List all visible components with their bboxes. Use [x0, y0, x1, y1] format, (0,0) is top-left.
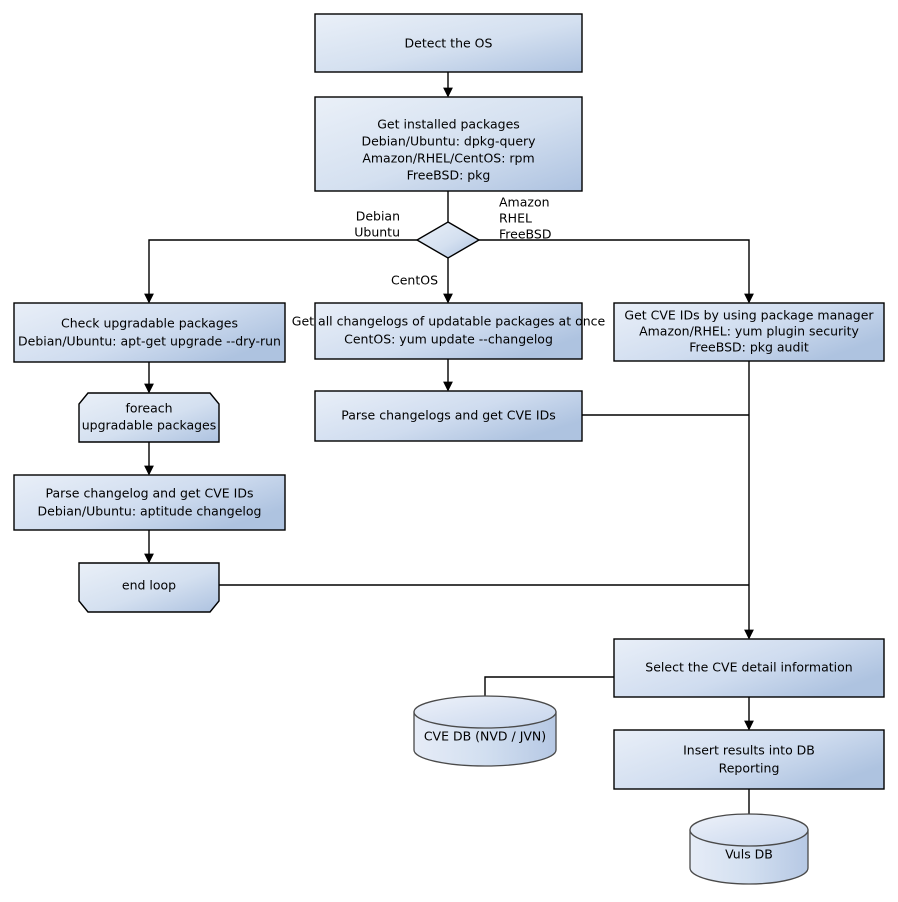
get-installed-packages-box[interactable] — [314, 96, 583, 192]
select-cve-detail-label: Select the CVE detail information — [645, 660, 852, 675]
get-installed-packages-line-2: Debian/Ubuntu: dpkg-query — [361, 134, 536, 149]
edge-decision-to-get-cveids — [479, 239, 754, 304]
get-all-changelogs-line-2: CentOS: yum update --changelog — [344, 332, 553, 347]
foreach-loop-start-line-1: foreach — [125, 401, 172, 416]
insert-results-line-2: Reporting — [719, 761, 780, 776]
node-end-loop[interactable]: end loop — [78, 562, 220, 613]
parse-changelog-single-line-1: Parse changelog and get CVE IDs — [46, 486, 254, 501]
get-all-changelogs-box[interactable] — [314, 302, 583, 360]
foreach-loop-start-shape[interactable] — [78, 392, 220, 443]
node-foreach-loop-start[interactable]: foreach upgradable packages — [78, 392, 220, 443]
branch-label-centos: CentOS — [391, 273, 438, 288]
node-os-decision[interactable] — [415, 221, 481, 259]
get-cve-ids-line-2: Amazon/RHEL: yum plugin security — [639, 324, 859, 339]
insert-results-box[interactable] — [613, 729, 885, 790]
node-cve-db[interactable]: CVE DB (NVD / JVN) — [413, 695, 557, 767]
node-parse-changelog-single[interactable]: Parse changelog and get CVE IDs Debian/U… — [13, 474, 286, 531]
cve-db-label: CVE DB (NVD / JVN) — [424, 729, 546, 744]
get-installed-packages-line-4: FreeBSD: pkg — [407, 168, 491, 183]
check-upgradable-line-1: Check upgradable packages — [61, 316, 238, 331]
node-vuls-db[interactable]: Vuls DB — [689, 813, 809, 885]
node-get-all-changelogs[interactable]: Get all changelogs of updatable packages… — [292, 302, 606, 360]
end-loop-label: end loop — [122, 578, 176, 593]
branch-label-freebsd: FreeBSD — [499, 227, 551, 242]
select-cve-detail-box[interactable] — [613, 638, 885, 698]
vuls-db-cylinder-top[interactable] — [689, 813, 809, 847]
get-all-changelogs-line-1: Get all changelogs of updatable packages… — [292, 314, 606, 329]
decision-branch-labels: Debian Ubuntu Amazon RHEL FreeBSD CentOS — [354, 195, 551, 288]
get-installed-packages-line-1: Get installed packages — [377, 117, 520, 132]
check-upgradable-line-2: Debian/Ubuntu: apt-get upgrade --dry-run — [18, 334, 281, 349]
detect-os-label: Detect the OS — [405, 36, 493, 51]
cve-db-cylinder-top[interactable] — [413, 695, 557, 729]
get-cve-ids-pkgmgr-box[interactable] — [613, 302, 885, 362]
vuls-db-label: Vuls DB — [725, 847, 773, 862]
branch-label-ubuntu: Ubuntu — [354, 225, 400, 240]
node-get-installed-packages[interactable]: Get installed packages Debian/Ubuntu: dp… — [314, 96, 583, 192]
os-decision-diamond[interactable] — [415, 221, 481, 259]
get-cve-ids-line-3: FreeBSD: pkg audit — [689, 340, 809, 355]
get-cve-ids-line-1: Get CVE IDs by using package manager — [624, 308, 874, 323]
branch-label-rhel: RHEL — [499, 211, 532, 226]
parse-changelogs-plural-box[interactable] — [314, 390, 583, 442]
parse-changelog-single-line-2: Debian/Ubuntu: aptitude changelog — [38, 504, 262, 519]
node-check-upgradable[interactable]: Check upgradable packages Debian/Ubuntu:… — [13, 302, 286, 363]
get-installed-packages-line-3: Amazon/RHEL/CentOS: rpm — [362, 151, 534, 166]
node-get-cve-ids-pkgmgr[interactable]: Get CVE IDs by using package manager Ama… — [613, 302, 885, 362]
detect-os-box[interactable] — [314, 13, 583, 73]
node-parse-changelogs-plural[interactable]: Parse changelogs and get CVE IDs — [314, 390, 583, 442]
parse-changelogs-plural-label: Parse changelogs and get CVE IDs — [341, 408, 555, 423]
node-insert-results[interactable]: Insert results into DB Reporting — [613, 729, 885, 790]
branch-label-debian: Debian — [356, 209, 400, 224]
check-upgradable-box[interactable] — [13, 302, 286, 363]
foreach-loop-start-line-2: upgradable packages — [82, 418, 217, 433]
edge-decision-to-check-upgradable — [144, 239, 417, 304]
parse-changelog-single-box[interactable] — [13, 474, 286, 531]
end-loop-shape[interactable] — [78, 562, 220, 613]
node-select-cve-detail[interactable]: Select the CVE detail information — [613, 638, 885, 698]
insert-results-line-1: Insert results into DB — [683, 743, 815, 758]
branch-label-amazon: Amazon — [499, 195, 550, 210]
node-detect-os[interactable]: Detect the OS — [314, 13, 583, 73]
